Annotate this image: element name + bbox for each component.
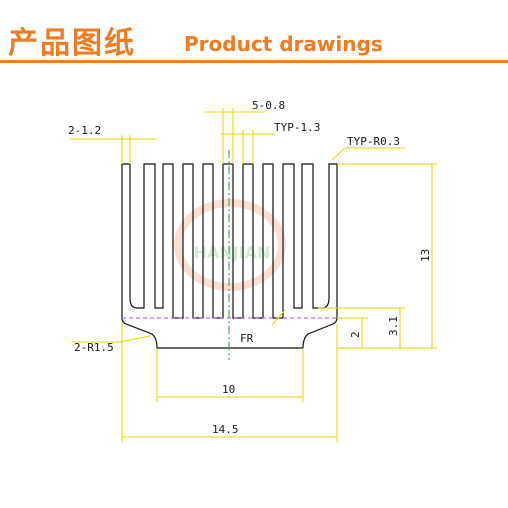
dim-fin-width: 2-1.2 <box>68 124 101 137</box>
dimension-lines <box>70 108 437 442</box>
watermark-text: HANJIAN <box>194 243 271 262</box>
dim-typ-radius: TYP-R0.3 <box>347 135 400 148</box>
page-header: 产品图纸 Product drawings <box>0 0 508 61</box>
header-divider <box>0 60 508 63</box>
heatsink-outline <box>121 163 338 349</box>
dim-bottom-width: 10 <box>222 383 235 396</box>
dim-overall-width: 14.5 <box>212 423 239 436</box>
title-chinese: 产品图纸 <box>8 26 136 61</box>
title-english: Product drawings <box>184 32 383 56</box>
dim-base-height-b: 2 <box>349 331 362 338</box>
dim-base-radius: 2-R1.5 <box>74 341 114 354</box>
dim-typ-width: TYP-1.3 <box>274 121 320 134</box>
dim-height-total: 13 <box>419 249 432 262</box>
dim-base-height-a: 3.1 <box>387 316 400 336</box>
dim-fin-gap: 5-0.8 <box>252 99 285 112</box>
dim-surface-note: FR <box>240 332 254 345</box>
